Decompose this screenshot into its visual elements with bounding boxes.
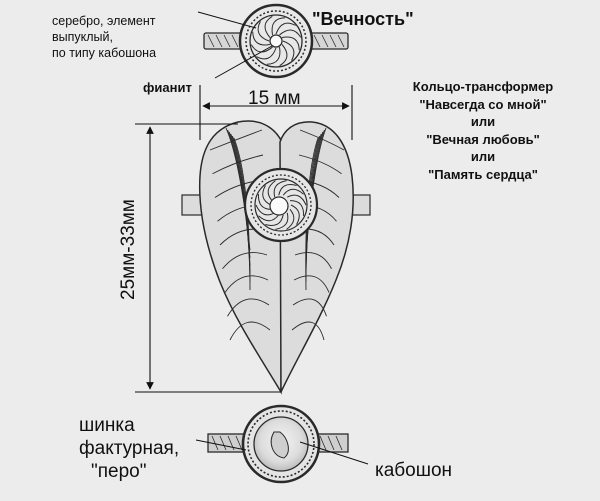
product-name-4: "Память сердца": [428, 166, 538, 182]
cubic-zirconia-label: фианит: [143, 80, 192, 95]
product-names: Кольцо-трансформер "Навсегда со мной" ил…: [368, 78, 598, 183]
height-dimension: [135, 123, 281, 393]
product-name-1: Кольцо-трансформер: [412, 79, 554, 94]
shank-note-line-3: "перо": [91, 461, 147, 482]
product-name-3: "Вечная любовь": [426, 131, 540, 147]
title-eternity: "Вечность": [312, 9, 414, 29]
bottom-ring-sketch: [207, 404, 349, 484]
width-dimension: [199, 85, 353, 140]
shank-note: шинка фактурная, "перо": [79, 414, 179, 483]
leader-lines: [195, 11, 369, 465]
wings-heart-sketch: [181, 120, 371, 395]
silver-note-line-3: по типу кабошона: [52, 46, 157, 60]
silver-note: серебро, элемент выпуклый, по типу кабош…: [52, 13, 156, 61]
top-ring-sketch: [203, 3, 349, 79]
silver-note-line-2: выпуклый,: [52, 30, 113, 44]
height-dimension-label: 25мм-33мм: [118, 199, 139, 300]
product-or-2: или: [470, 149, 496, 164]
product-or-1: или: [470, 114, 496, 129]
heart-center-stone: [269, 196, 289, 216]
shank-note-line-1: шинка: [79, 415, 135, 436]
cabochon-label: кабошон: [375, 460, 453, 481]
product-name-2: "Навсегда со мной": [419, 96, 547, 112]
silver-note-line-1: серебро, элемент: [52, 14, 156, 28]
top-center-stone: [269, 34, 283, 48]
shank-note-line-2: фактурная,: [79, 438, 180, 459]
width-dimension-label: 15 мм: [248, 88, 301, 109]
